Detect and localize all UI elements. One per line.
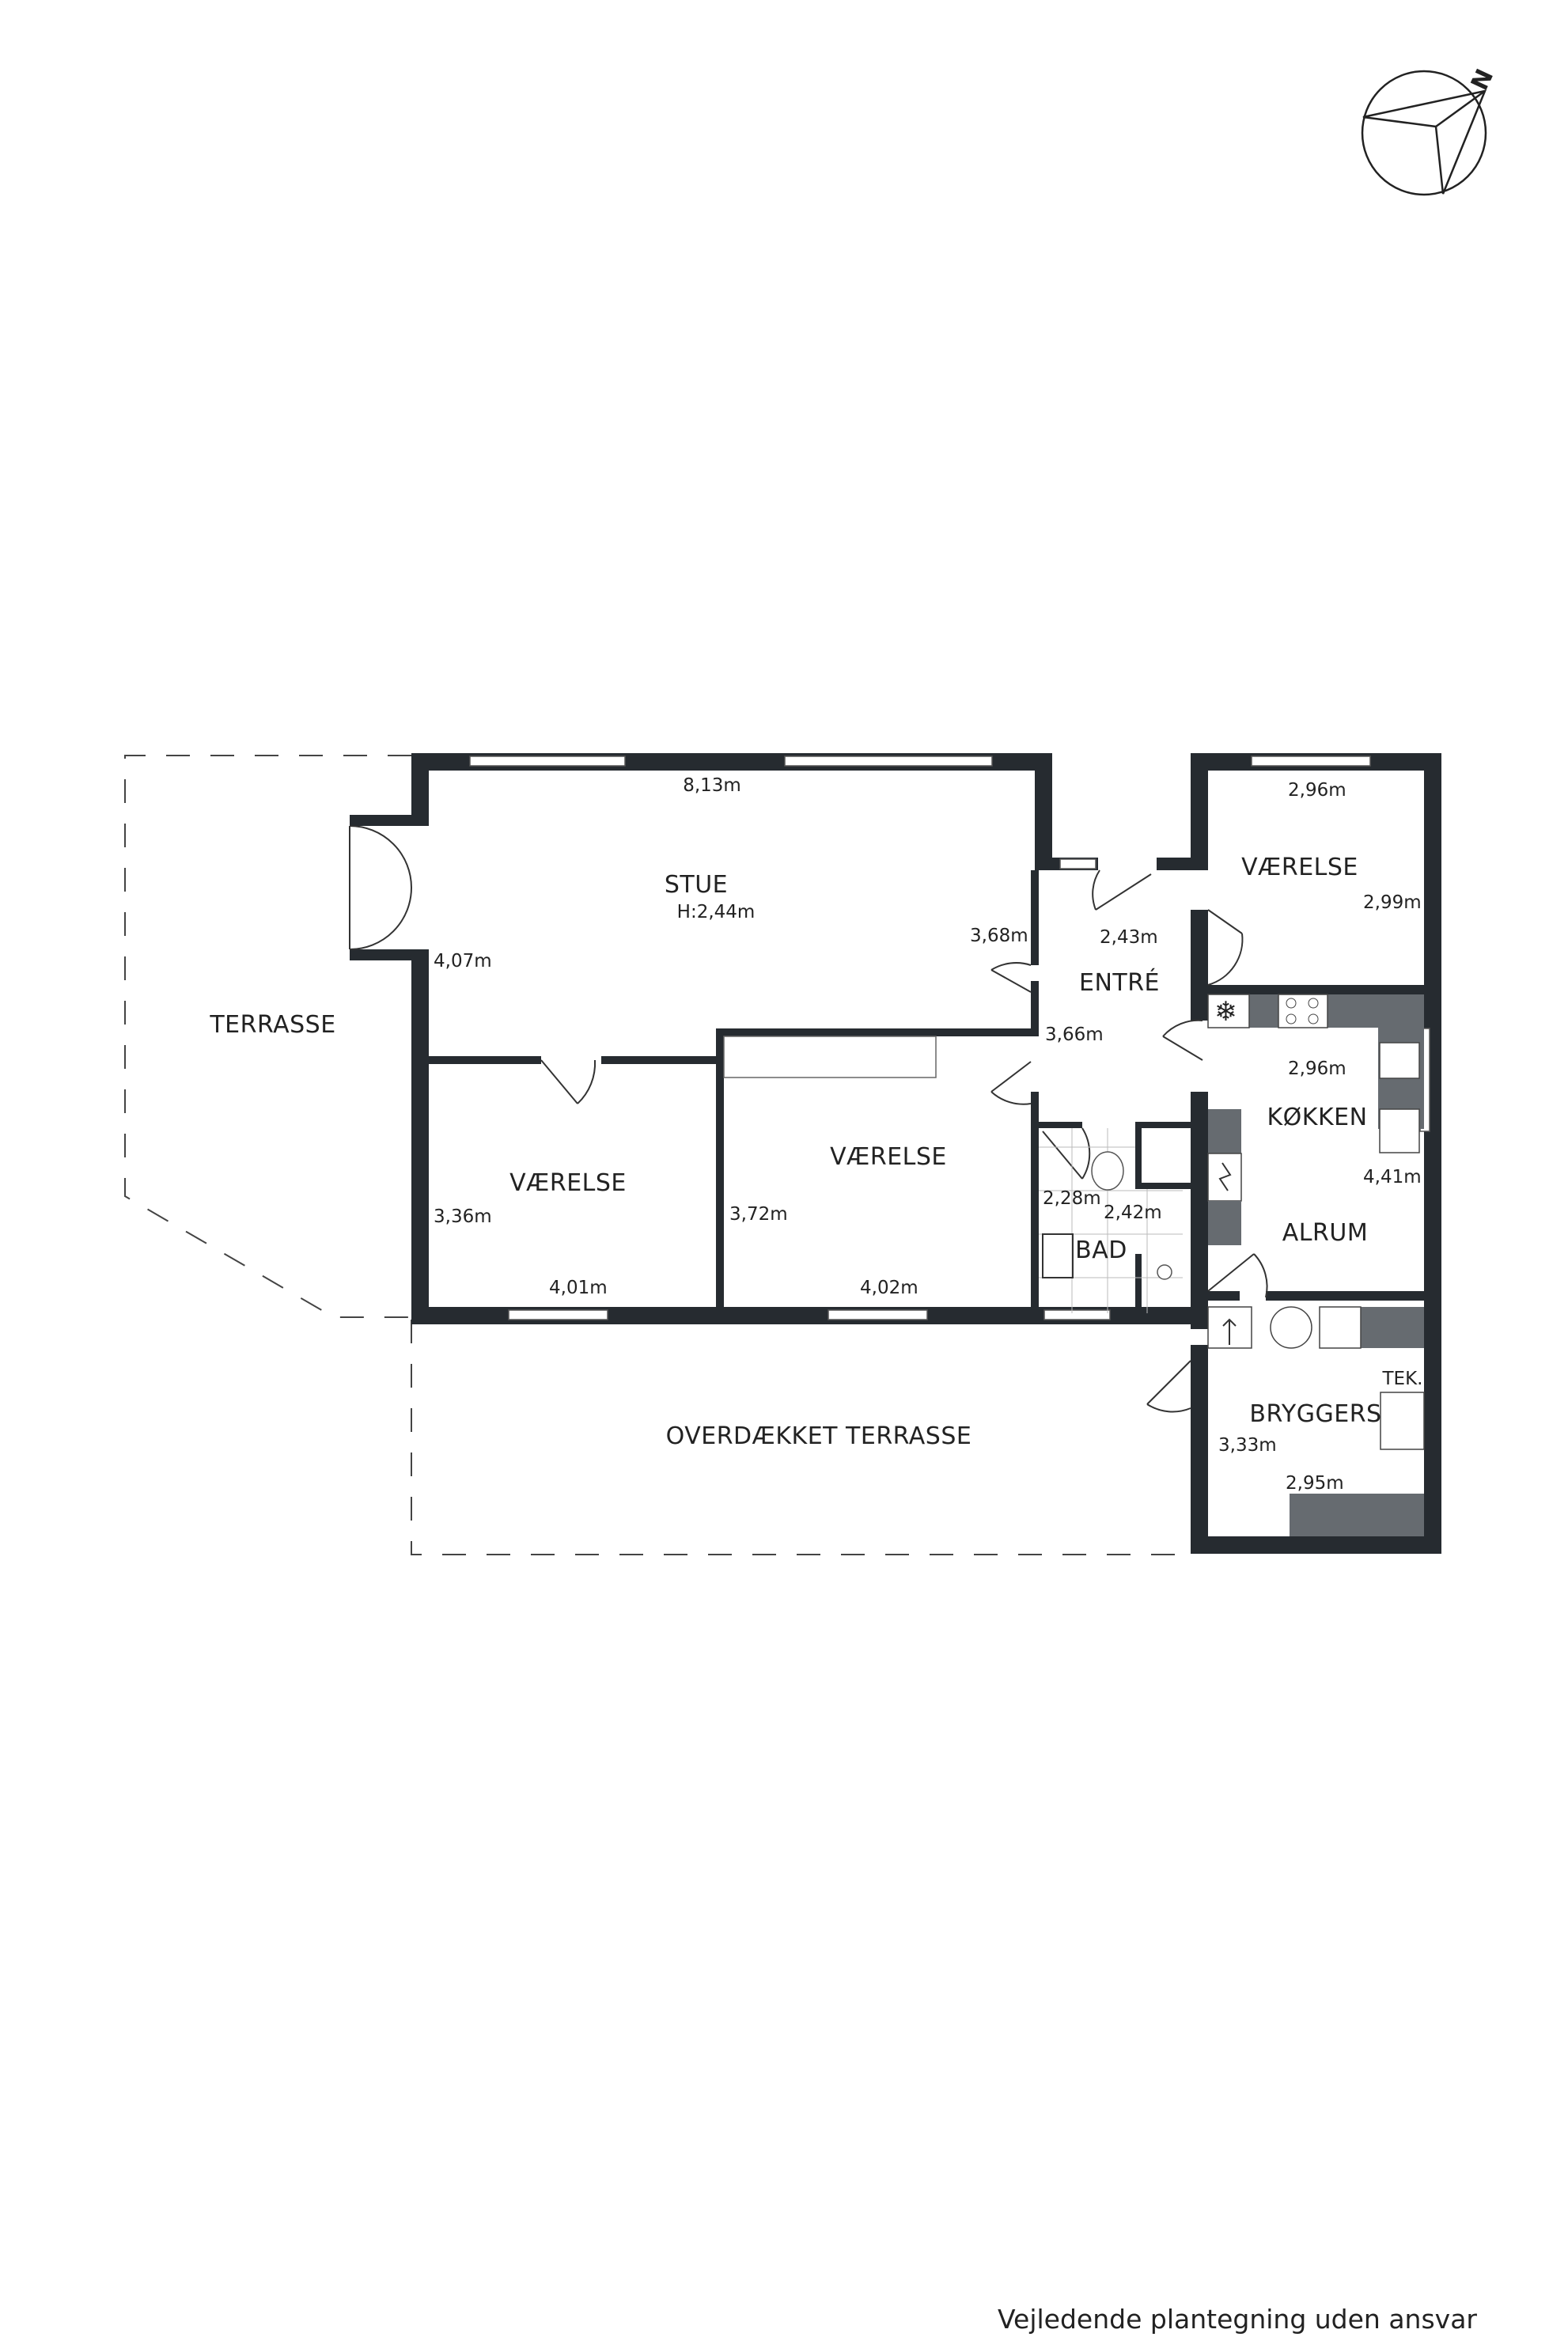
bathroom-tiles	[1039, 1128, 1183, 1313]
room-height-stue: H:2,44m	[677, 902, 756, 922]
room-label-tek: TEK.	[1382, 1369, 1423, 1389]
dimension-vaerelse-w-height: 3,36m	[434, 1206, 492, 1227]
dimension-stue-left: 4,07m	[434, 951, 492, 971]
freezer-icon: ❄	[1214, 996, 1237, 1028]
room-label-kokken: KØKKEN	[1267, 1104, 1367, 1131]
dimension-kokken-height: 4,41m	[1363, 1167, 1422, 1187]
room-label-terrasse: TERRASSE	[209, 1011, 335, 1039]
compass-north-label: N	[1466, 65, 1499, 95]
terrace-outline	[124, 755, 1195, 1555]
dimension-vaerelse-ne-height: 2,99m	[1363, 892, 1422, 913]
compass-icon: N	[1361, 65, 1499, 196]
room-label-vaerelse-w: VÆRELSE	[509, 1169, 627, 1197]
dimension-vaerelse-mid-height: 3,72m	[729, 1204, 788, 1225]
bryggers-fixtures	[1207, 1306, 1425, 1536]
room-label-stue: STUE	[665, 871, 728, 899]
room-label-vaerelse-mid: VÆRELSE	[830, 1143, 947, 1171]
dimension-stue-width: 8,13m	[683, 775, 741, 796]
sink-icon	[1157, 1264, 1172, 1280]
wardrobe	[723, 1036, 937, 1078]
room-label-alrum: ALRUM	[1282, 1219, 1368, 1247]
door-swings	[349, 825, 1268, 1413]
room-label-bryggers: BRYGGERS	[1249, 1400, 1381, 1428]
room-label-overdaekket-terrasse: OVERDÆKKET TERRASSE	[666, 1422, 972, 1450]
dimension-entre-side: 3,66m	[1045, 1025, 1104, 1045]
dimension-kokken-width: 2,96m	[1288, 1059, 1346, 1079]
room-label-vaerelse-ne: VÆRELSE	[1241, 854, 1358, 881]
dimension-stue-right: 3,68m	[970, 926, 1028, 946]
interior-walls	[429, 870, 1424, 1313]
toilet-icon	[1091, 1151, 1124, 1191]
dimension-bryggers-height: 3,33m	[1218, 1435, 1277, 1456]
dimension-vaerelse-w-width: 4,01m	[549, 1278, 608, 1298]
kitchen-fixtures: ❄	[1207, 994, 1424, 1245]
dimension-vaerelse-mid-width: 4,02m	[860, 1278, 918, 1298]
dimension-bad-height: 2,42m	[1104, 1203, 1162, 1223]
dimension-entre-top: 2,43m	[1100, 927, 1158, 948]
dimension-vaerelse-ne-width: 2,96m	[1288, 780, 1346, 801]
room-label-bad: BAD	[1075, 1237, 1127, 1264]
dimension-bad-width: 2,28m	[1043, 1188, 1101, 1209]
room-label-entre: ENTRÉ	[1079, 968, 1160, 997]
dimension-bryggers-width: 2,95m	[1286, 1473, 1344, 1494]
disclaimer-text: Vejledende plantegning uden ansvar	[998, 2304, 1477, 2335]
